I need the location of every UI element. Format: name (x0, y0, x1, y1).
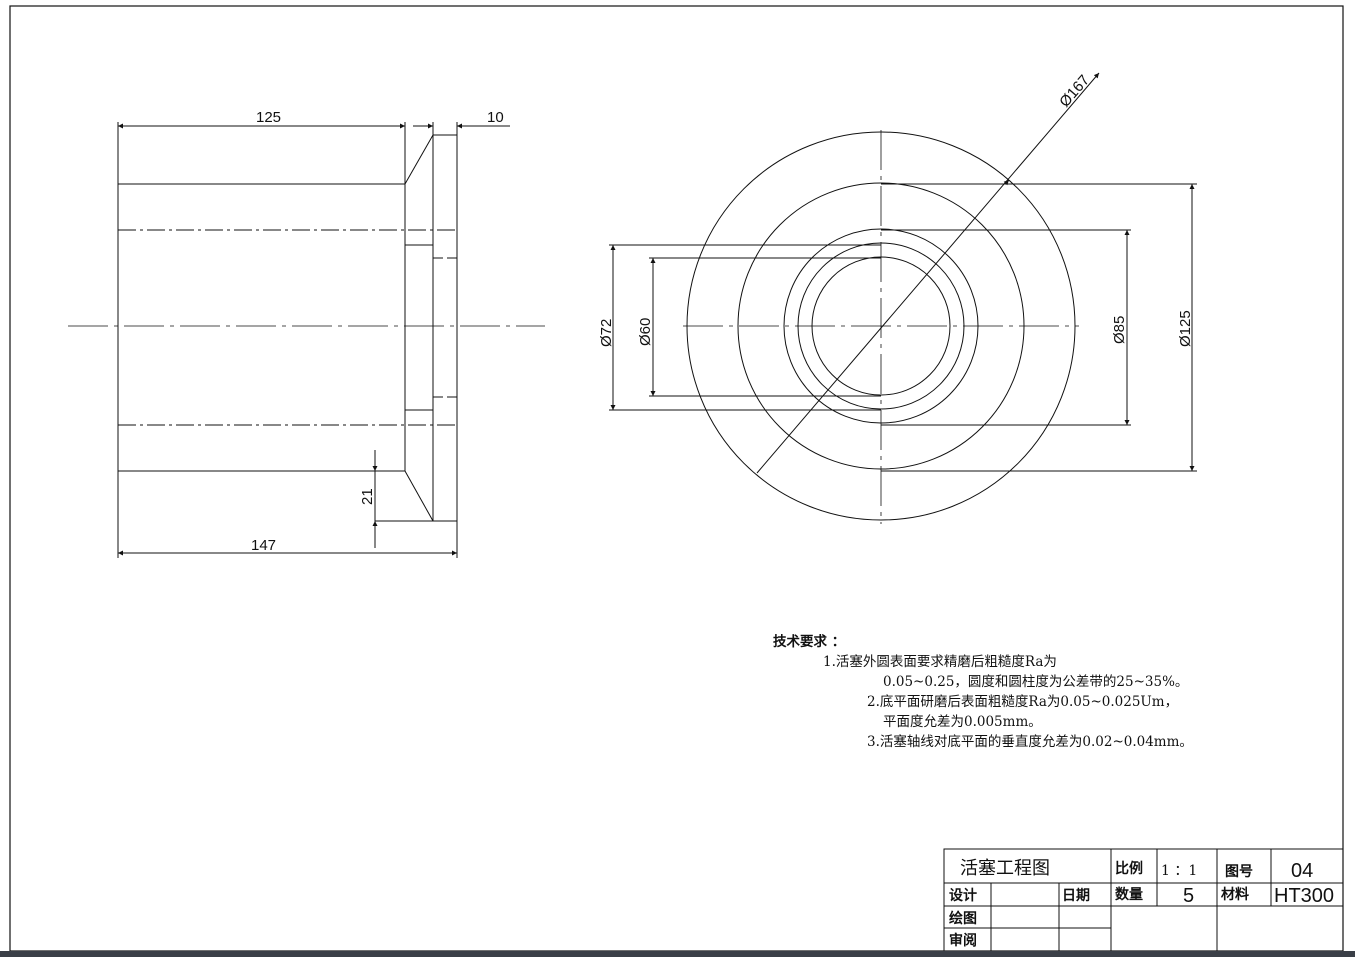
note-line-1: 1.活塞外圆表面要求精磨后粗糙度Ra为 (823, 654, 1057, 670)
body-outline (117, 183, 406, 472)
flange-outline (432, 134, 458, 522)
note-line-2: 0.05~0.25，圆度和圆柱度为公差带的25~35%。 (883, 674, 1189, 690)
taskbar-strip (0, 951, 1355, 957)
label-design: 设计 (949, 887, 977, 904)
title-block (943, 848, 1344, 952)
dim-d85: Ø85 (1111, 316, 1128, 344)
dim-d125: Ø125 (1177, 310, 1194, 347)
note-line-5: 3.活塞轴线对底平面的垂直度允差为0.02~0.04mm。 (867, 734, 1193, 750)
label-quantity: 数量 (1115, 886, 1143, 903)
value-drawing-no: 04 (1291, 860, 1313, 882)
dim-147: 147 (251, 537, 276, 554)
label-material: 材料 (1221, 886, 1249, 903)
label-scale: 比例 (1115, 860, 1143, 877)
sheet-border (9, 5, 1344, 952)
value-quantity: 5 (1183, 885, 1194, 907)
side-view-dimension-text: 125 10 147 21 (251, 109, 504, 554)
label-drawing-no: 图号 (1225, 864, 1253, 880)
title-drawing-name: 活塞工程图 (960, 858, 1050, 879)
leader-d167 (756, 72, 1100, 474)
note-line-4: 平面度允差为0.005mm。 (883, 714, 1042, 730)
front-view (609, 72, 1197, 524)
dim-125: 125 (256, 109, 281, 126)
front-view-dimension-text: Ø167 Ø125 Ø85 Ø72 Ø60 (598, 72, 1194, 347)
side-view (68, 122, 545, 558)
dim-d72: Ø72 (598, 319, 615, 347)
title-block-text: 活塞工程图 比例 1 ：1 图号 04 设计 日期 数量 5 材料 HT300 … (949, 858, 1334, 949)
dim-d167: Ø167 (1056, 72, 1093, 111)
label-drawn: 绘图 (949, 910, 977, 927)
technical-requirements: 技术要求 ： 1.活塞外圆表面要求精磨后粗糙度Ra为 0.05~0.25，圆度和… (773, 632, 1193, 752)
label-review: 审阅 (949, 932, 977, 949)
label-date: 日期 (1062, 888, 1090, 904)
note-line-3: 2.底平面研磨后表面粗糙度Ra为0.05~0.025Um， (867, 694, 1179, 710)
value-material: HT300 (1274, 885, 1334, 907)
dim-21: 21 (359, 488, 376, 505)
notes-heading: 技术要求 ： (773, 634, 846, 650)
value-scale: 1 ：1 (1161, 863, 1197, 879)
dim-10: 10 (487, 109, 504, 126)
dim-d60: Ø60 (637, 318, 654, 346)
